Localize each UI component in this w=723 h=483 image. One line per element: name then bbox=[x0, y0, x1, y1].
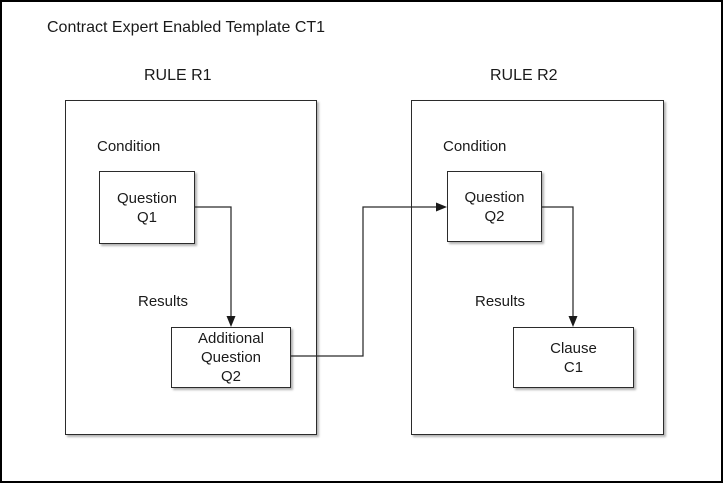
rule-r1-results-label: Results bbox=[138, 293, 189, 310]
rule-r2-title: RULE R2 bbox=[490, 67, 558, 84]
node-text-line: Q2 bbox=[220, 368, 241, 385]
rule-r1-title: RULE R1 bbox=[144, 67, 212, 84]
node-text-line: Question bbox=[200, 349, 262, 366]
node-text-line: C1 bbox=[563, 358, 584, 376]
node-text-line: Question bbox=[116, 189, 178, 207]
rule-r2-condition-label: Condition bbox=[443, 138, 507, 155]
node-text-line: Q2 bbox=[484, 207, 505, 225]
node-text-line: Q1 bbox=[136, 208, 157, 226]
diagram-title: Contract Expert Enabled Template CT1 bbox=[47, 19, 326, 36]
additional-question-q2-node: Additional Question Q2 bbox=[171, 327, 291, 388]
node-text-line: Question bbox=[464, 188, 525, 206]
node-text-line: Clause bbox=[550, 339, 597, 357]
rule-r2-results-label: Results bbox=[475, 293, 526, 310]
question-q2-node: Question Q2 bbox=[447, 171, 542, 242]
node-text-line: Additional bbox=[198, 330, 264, 347]
rule-r1-condition-label: Condition bbox=[97, 138, 161, 155]
clause-c1-node: Clause C1 bbox=[513, 327, 634, 388]
question-q1-node: Question Q1 bbox=[99, 171, 195, 244]
